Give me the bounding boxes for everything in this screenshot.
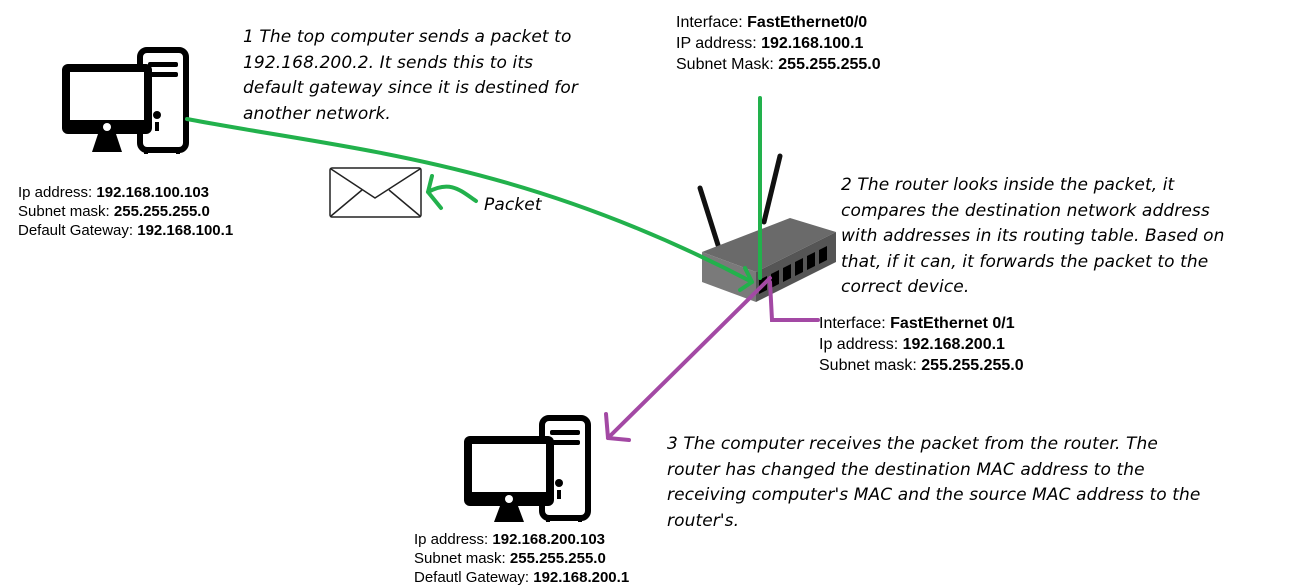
step-3-note: 3 The computer receives the packet from … (667, 434, 1201, 531)
top-computer-icon (62, 47, 189, 154)
step-2-note: 2 The router looks inside the packet, it… (841, 175, 1225, 297)
fa00-mask: Subnet Mask: 255.255.255.0 (676, 56, 881, 73)
fa00-ip: IP address: 192.168.100.1 (676, 35, 864, 52)
router-fa00-info: Interface: FastEthernet0/0 IP address: 1… (676, 12, 881, 75)
router-to-bottom-computer-arrow (606, 276, 772, 440)
packet-label: Packet (484, 195, 542, 215)
fa01-mask: Subnet mask: 255.255.255.0 (819, 357, 1024, 374)
top-computer-gateway: Default Gateway: 192.168.100.1 (18, 222, 234, 239)
bottom-computer-icon (464, 415, 591, 522)
packet-pointer-arrow (426, 174, 478, 210)
top-computer-info: Ip address: 192.168.100.103 Subnet mask:… (18, 183, 233, 240)
arrowhead-up (743, 266, 754, 284)
fa01-leader-line (768, 280, 820, 322)
envelope-icon (329, 167, 422, 218)
fa01-ip: Ip address: 192.168.200.1 (819, 336, 1005, 353)
fa01-interface: Interface: FastEthernet 0/1 (819, 315, 1015, 332)
step-1-note: 1 The top computer sends a packet to 192… (243, 27, 578, 124)
router-fa01-info: Interface: FastEthernet 0/1 Ip address: … (819, 313, 1024, 376)
return-link (604, 276, 820, 442)
bottom-computer-mask: Subnet mask: 255.255.255.0 (414, 550, 606, 567)
fa00-interface: Interface: FastEthernet0/0 (676, 14, 868, 31)
top-computer-ip: Ip address: 192.168.100.103 (18, 184, 210, 201)
bottom-computer-info: Ip address: 192.168.200.103 Subnet mask:… (414, 530, 629, 587)
bottom-computer-gateway: Defautl Gateway: 192.168.200.1 (414, 569, 630, 586)
bottom-computer-ip: Ip address: 192.168.200.103 (414, 531, 606, 548)
arrowhead-left (738, 280, 754, 292)
top-computer-mask: Subnet mask: 255.255.255.0 (18, 203, 210, 220)
top-computer-to-router-arrow (185, 117, 754, 284)
outgoing-link (185, 96, 762, 292)
